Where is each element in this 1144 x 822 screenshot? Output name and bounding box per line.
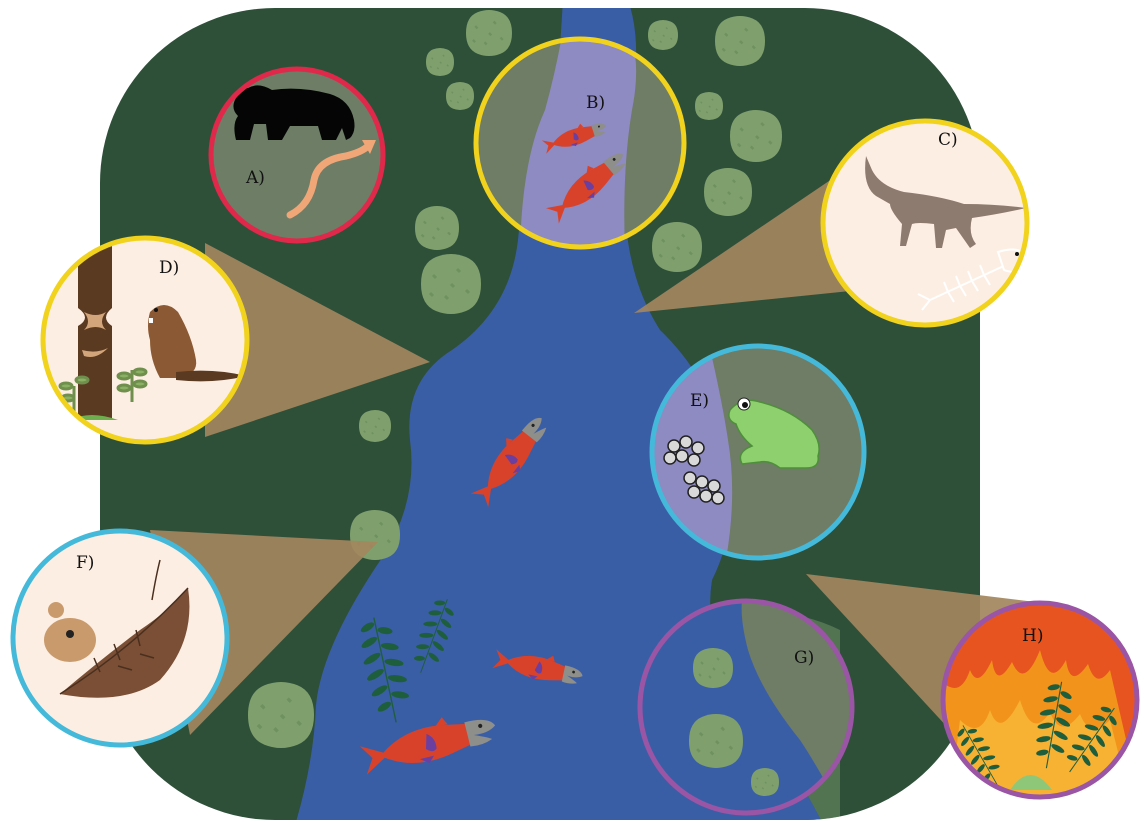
shrub-icon	[689, 714, 743, 768]
shrub-icon	[751, 768, 779, 796]
shrub-icon	[704, 168, 752, 216]
panel-g-label: G)	[794, 648, 814, 668]
panel-e-label: E)	[690, 391, 709, 411]
shrub-icon	[426, 48, 454, 76]
panel-c: C)	[823, 121, 1030, 325]
shrub-icon	[730, 110, 782, 162]
panel-f-label: F)	[76, 553, 94, 573]
panel-b-label: B)	[586, 93, 605, 113]
panel-f: F)	[13, 531, 227, 745]
panel-a-label: A)	[245, 168, 265, 188]
fish-eye	[1015, 252, 1019, 256]
shrub-icon	[415, 206, 459, 250]
panel-c-label: C)	[938, 130, 958, 150]
shrub-icon	[693, 648, 733, 688]
shrub-icon	[421, 254, 481, 314]
shrub-icon	[248, 682, 314, 748]
shrub-icon	[648, 20, 678, 50]
panel-d-label: D)	[159, 258, 179, 278]
shrub-icon	[715, 16, 765, 66]
shrub-icon	[446, 82, 474, 110]
shrub-icon	[695, 92, 723, 120]
shrub-icon	[466, 10, 512, 56]
shrub-icon	[652, 222, 702, 272]
panel-h-label: H)	[1022, 626, 1043, 646]
shrub-icon	[359, 410, 391, 442]
panel-h: H)	[940, 603, 1140, 800]
